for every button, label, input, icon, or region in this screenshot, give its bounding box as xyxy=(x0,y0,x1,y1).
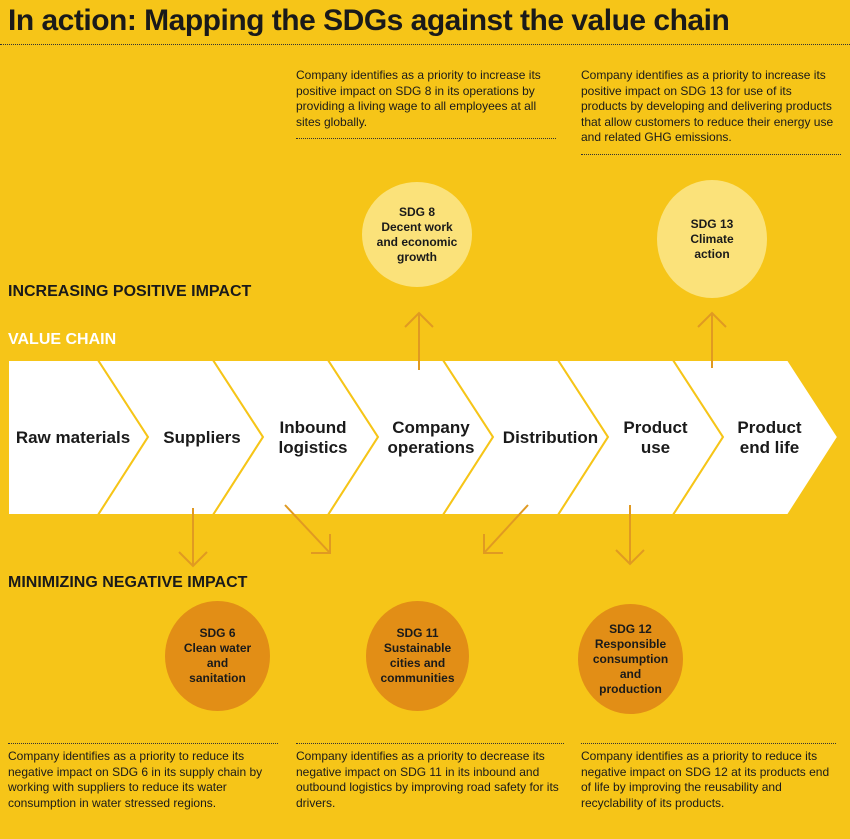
value-chain-label: VALUE CHAIN xyxy=(8,331,117,348)
sdg8-note: Company identifies as a priority to incr… xyxy=(296,64,556,139)
negative-impact-label: MINIMIZING NEGATIVE IMPACT xyxy=(8,574,248,591)
title-divider xyxy=(0,44,850,45)
arrow-down-inbound-to-sdg11 xyxy=(284,504,331,554)
stage-product-end-life: Product end life xyxy=(737,418,802,457)
chevron-product-end-life xyxy=(671,359,840,516)
arrow-up-sdg8 xyxy=(404,311,434,370)
sdg6-circle: SDG 6 Clean water and sanitation xyxy=(165,601,270,711)
stage-raw-materials: Raw materials xyxy=(15,428,131,447)
sdg12-note: Company identifies as a priority to redu… xyxy=(581,743,836,811)
sdg6-note: Company identifies as a priority to redu… xyxy=(8,743,278,811)
sdg8-circle: SDG 8 Decent work and economic growth xyxy=(362,182,472,287)
arrow-down-distribution-to-sdg11 xyxy=(483,504,529,554)
arrow-down-sdg12 xyxy=(615,505,645,566)
arrow-down-sdg6 xyxy=(178,508,208,568)
stage-inbound-logistics: Inbound logistics xyxy=(278,418,348,457)
stage-company-operations: Company operations xyxy=(387,418,475,457)
sdg13-circle: SDG 13 Climate action xyxy=(657,180,767,298)
stage-suppliers: Suppliers xyxy=(163,428,241,447)
sdg11-circle: SDG 11 Sustainable cities and communitie… xyxy=(366,601,469,711)
sdg11-note: Company identifies as a priority to decr… xyxy=(296,743,564,811)
stage-distribution: Distribution xyxy=(502,428,599,447)
page-title: In action: Mapping the SDGs against the … xyxy=(8,4,730,37)
arrow-up-sdg13 xyxy=(697,311,727,368)
stage-product-use: Product use xyxy=(623,418,688,457)
positive-impact-label: INCREASING POSITIVE IMPACT xyxy=(8,283,252,300)
sdg12-circle: SDG 12 Responsible consumption and produ… xyxy=(578,604,683,714)
sdg13-note: Company identifies as a priority to incr… xyxy=(581,64,841,155)
